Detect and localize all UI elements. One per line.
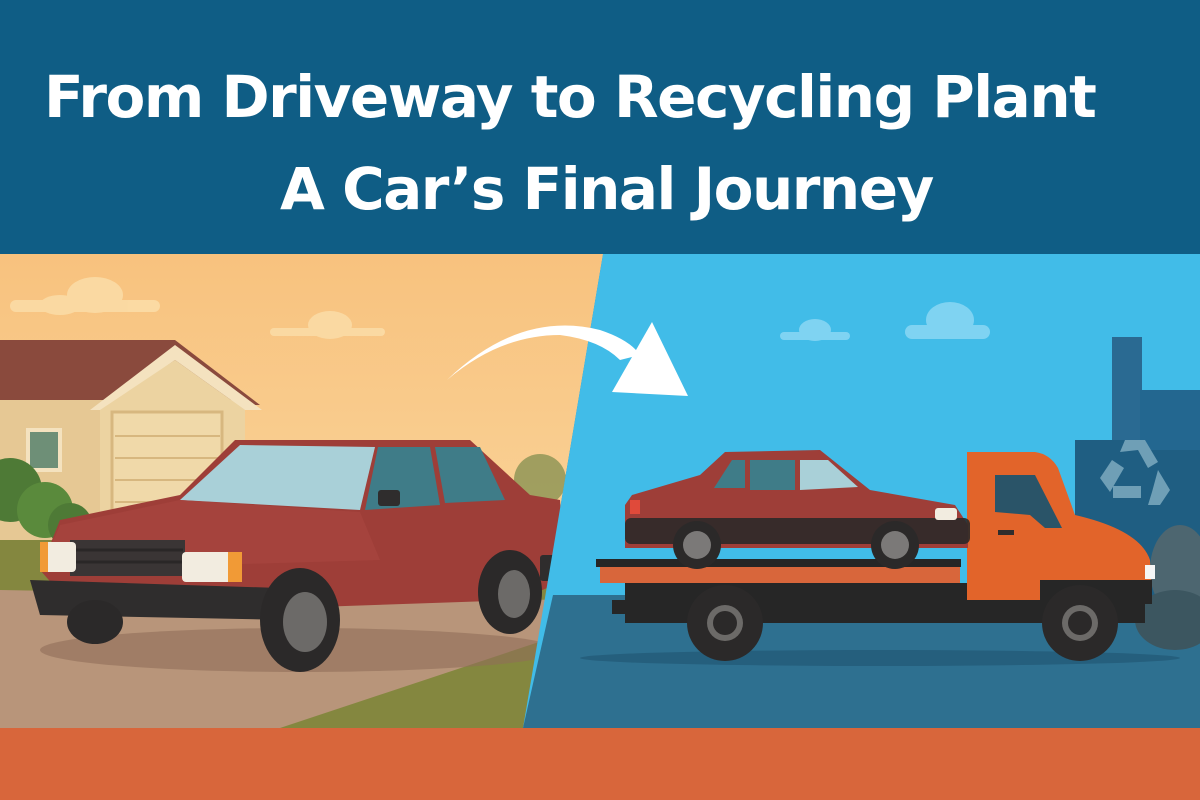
left-panel-driveway (0, 254, 603, 728)
title-line-2: A Car’s Final Journey (280, 155, 934, 223)
curved-arrow-icon (447, 322, 688, 396)
scrap-pile-icon (1135, 525, 1200, 650)
cloud-icon (10, 277, 385, 339)
old-car-icon (30, 440, 568, 672)
title-banner: From Driveway to Recycling Plant A Car’s… (0, 0, 1200, 254)
loaded-car-icon (625, 450, 970, 569)
cloud-icon (780, 302, 990, 341)
illustration-scene (0, 254, 1200, 728)
right-panel-recycling (523, 254, 1200, 728)
title-line-1: From Driveway to Recycling Plant (44, 63, 1097, 131)
recycle-icon (1100, 440, 1170, 505)
tow-truck-icon (596, 452, 1155, 661)
footer-bar (0, 728, 1200, 800)
